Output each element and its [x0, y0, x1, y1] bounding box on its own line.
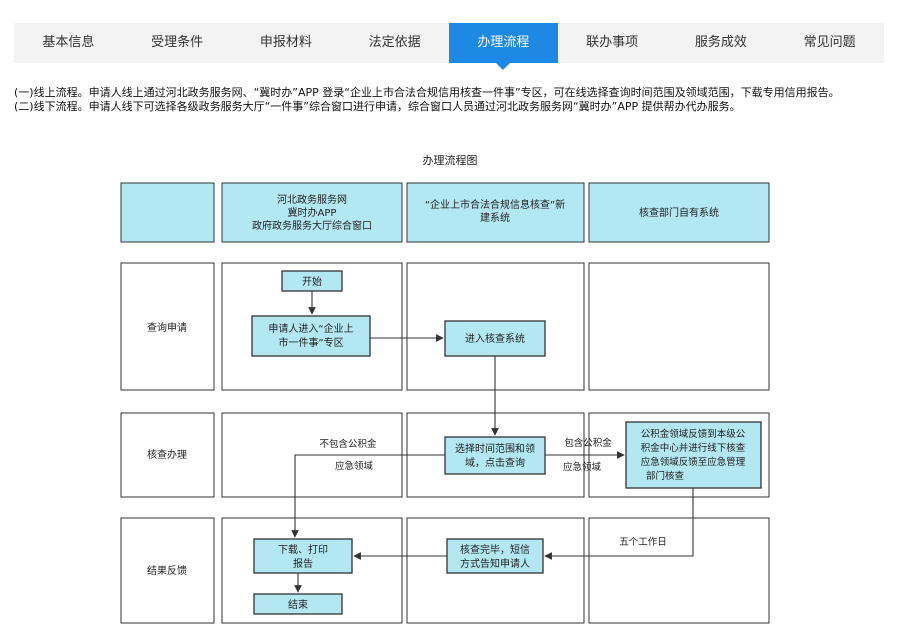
label-no-fund-line1: 不包含公积金: [319, 438, 377, 450]
tab-materials[interactable]: 申报材料: [259, 35, 312, 50]
node-dept-verify: [625, 421, 762, 489]
node-apply-line1: 申请人进入“企业上: [268, 322, 353, 335]
label-with-fund-line1: 包含公积金: [564, 437, 612, 449]
node-notify-line2: 方式告知申请人: [460, 557, 530, 570]
node-dept-line3: 应急领域反馈至应急管理: [641, 456, 746, 468]
header-channels-cell: [221, 182, 403, 243]
row-label-feedback: 结果反馈: [147, 564, 187, 577]
header-corner-cell: [120, 182, 215, 243]
header-new-system-cell: [406, 182, 585, 243]
row-label-cell-1: [120, 262, 215, 391]
tab-basic-info[interactable]: 基本信息: [42, 35, 95, 50]
tab-related-items[interactable]: 联办事项: [586, 35, 639, 50]
node-enter-system-text: 进入核查系统: [465, 332, 525, 345]
header-channels-line1: 河北政务服务网: [277, 193, 347, 206]
node-notify-line1: 核查完毕，短信: [460, 543, 530, 556]
header-dept-system-cell: [588, 182, 770, 243]
process-description: (一)线上流程。申请人线上通过河北政务服务网、“冀时办”APP 登录“企业上市合…: [14, 86, 884, 114]
node-end: [253, 593, 343, 615]
node-start-text: 开始: [302, 275, 322, 288]
offline-process-text: (二)线下流程。申请人线下可选择各级政务服务大厅“一件事”综合窗口进行申请，综合…: [14, 100, 741, 113]
arrow-select-to-download: [291, 454, 445, 538]
header-new-system-line1: “企业上市合法合规信息核查”新: [425, 198, 565, 211]
row3-col3-cell: [588, 517, 770, 624]
node-download-line2: 报告: [293, 557, 313, 570]
tab-conditions[interactable]: 受理条件: [151, 35, 204, 50]
node-end-text: 结束: [288, 598, 308, 611]
label-five-days: 五个工作日: [619, 536, 667, 548]
online-process-text: (一)线上流程。申请人线上通过河北政务服务网、“冀时办”APP 登录“企业上市合…: [14, 86, 840, 99]
label-with-fund-line2: 应急领域: [563, 461, 602, 473]
node-enter-system: [444, 320, 546, 357]
node-download-line1: 下载、打印: [278, 543, 328, 556]
tab-process[interactable]: 办理流程: [449, 23, 558, 70]
row-label-cell-3: [120, 517, 215, 624]
node-apply: [251, 315, 371, 357]
row-label-verify: 核查办理: [147, 448, 187, 461]
tab-faq[interactable]: 常见问题: [803, 35, 856, 50]
arrow-dept-to-notify: [544, 488, 694, 560]
label-no-fund-line2: 应急领域: [335, 460, 374, 472]
tab-bar: 基本信息 受理条件 申报材料 法定依据 办理流程 联办事项 服务成效 常见问题: [14, 23, 884, 70]
node-dept-line4: 部门核查: [646, 470, 685, 482]
node-download-report: [253, 538, 353, 574]
node-notify: [446, 538, 544, 574]
row1-col3-cell: [588, 262, 770, 391]
node-apply-line2: 市一件事”专区: [278, 336, 343, 349]
row-label-cell-2: [120, 412, 215, 498]
node-dept-line2: 积金中心并进行线下核查: [641, 442, 746, 454]
node-select-line2: 域，点击查询: [465, 456, 525, 469]
header-channels-line3: 政府政务服务大厅综合窗口: [252, 219, 372, 232]
header-dept-system-text: 核查部门自有系统: [639, 206, 719, 219]
tab-legal-basis[interactable]: 法定依据: [368, 35, 421, 50]
node-dept-line1: 公积金领域反馈到本级公: [641, 428, 746, 440]
flowchart-title: 办理流程图: [422, 154, 478, 167]
row-label-query-apply: 查询申请: [147, 321, 187, 334]
header-new-system-line2: 建系统: [480, 211, 510, 224]
tab-results[interactable]: 服务成效: [694, 35, 747, 50]
header-channels-line2: 冀时办APP: [288, 206, 337, 219]
node-select-line1: 选择时间范围和领: [455, 442, 535, 455]
